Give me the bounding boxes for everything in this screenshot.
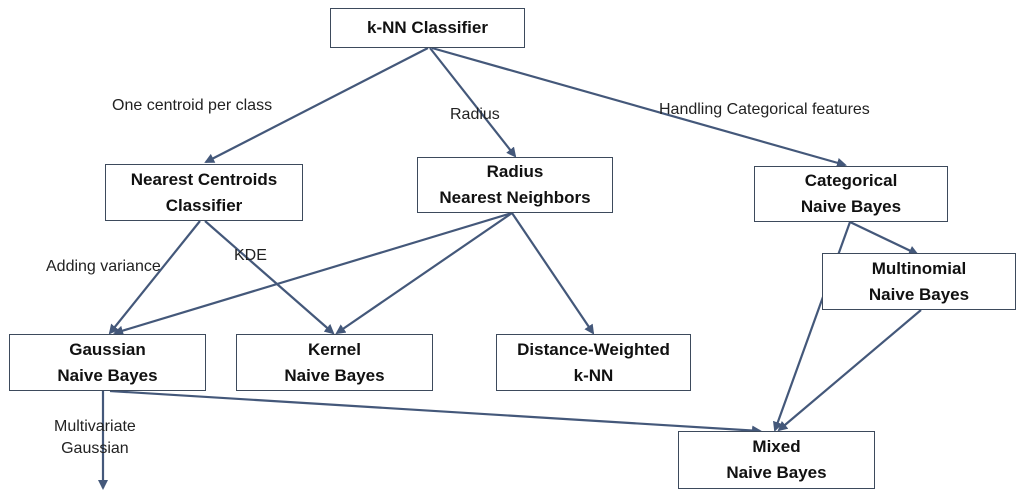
edge-knn-to-categorical-nb — [431, 46, 847, 168]
edge-categorical-to-multinomial-nb — [849, 221, 919, 256]
node-kernel-nb-label: Kernel Naive Bayes — [284, 339, 385, 385]
node-knn-classifier-label: k-NN Classifier — [367, 18, 488, 37]
edge-label-radius: Radius — [450, 106, 500, 123]
edge-multinomial-to-mixed-nb — [777, 309, 922, 432]
node-gaussian-nb-label: Gaussian Naive Bayes — [57, 339, 158, 385]
edge-label-handling-categorical-features: Handling Categorical features — [659, 101, 870, 118]
node-mixed-naive-bayes: Mixed Naive Bayes — [678, 431, 875, 489]
edge-knn-to-radius-nn — [429, 47, 517, 158]
edge-label-kde: KDE — [234, 247, 267, 264]
node-nearest-centroids-classifier: Nearest Centroids Classifier — [105, 164, 303, 221]
edge-nearest-centroids-to-kernel-nb — [204, 220, 335, 335]
node-distance-weighted-knn: Distance-Weighted k-NN — [496, 334, 691, 391]
node-categorical-nb-label: Categorical Naive Bayes — [800, 171, 902, 216]
edge-radius-nn-to-gaussian-nb — [113, 211, 513, 336]
node-gaussian-naive-bayes: Gaussian Naive Bayes — [9, 334, 206, 391]
node-nearest-centroids-label: Nearest Centroids Classifier — [130, 169, 278, 215]
node-mixed-nb-label: Mixed Naive Bayes — [726, 437, 827, 482]
node-knn-classifier: k-NN Classifier — [330, 8, 525, 48]
edge-nearest-centroids-to-gaussian-nb — [108, 220, 201, 335]
node-categorical-naive-bayes: Categorical Naive Bayes — [754, 166, 948, 222]
node-radius-nn-label: Radius Nearest Neighbors — [439, 162, 591, 207]
edge-label-one-centroid-per-class: One centroid per class — [112, 97, 273, 114]
edge-label-multivariate-gaussian: Multivariate Gaussian — [54, 418, 136, 457]
node-distance-weighted-label: Distance-Weighted k-NN — [517, 339, 670, 385]
node-kernel-naive-bayes: Kernel Naive Bayes — [236, 334, 433, 391]
edge-radius-nn-to-kernel-nb — [335, 212, 513, 335]
edge-radius-nn-to-distance-weighted — [511, 212, 595, 335]
node-multinomial-nb-label: Multinomial Naive Bayes — [868, 258, 970, 304]
node-multinomial-naive-bayes: Multinomial Naive Bayes — [822, 253, 1016, 310]
edge-knn-to-nearest-centroids — [204, 47, 429, 163]
edge-gaussian-to-mixed-nb — [109, 389, 762, 436]
node-radius-nearest-neighbors: Radius Nearest Neighbors — [417, 157, 613, 213]
edge-label-adding-variance: Adding variance — [46, 258, 161, 275]
